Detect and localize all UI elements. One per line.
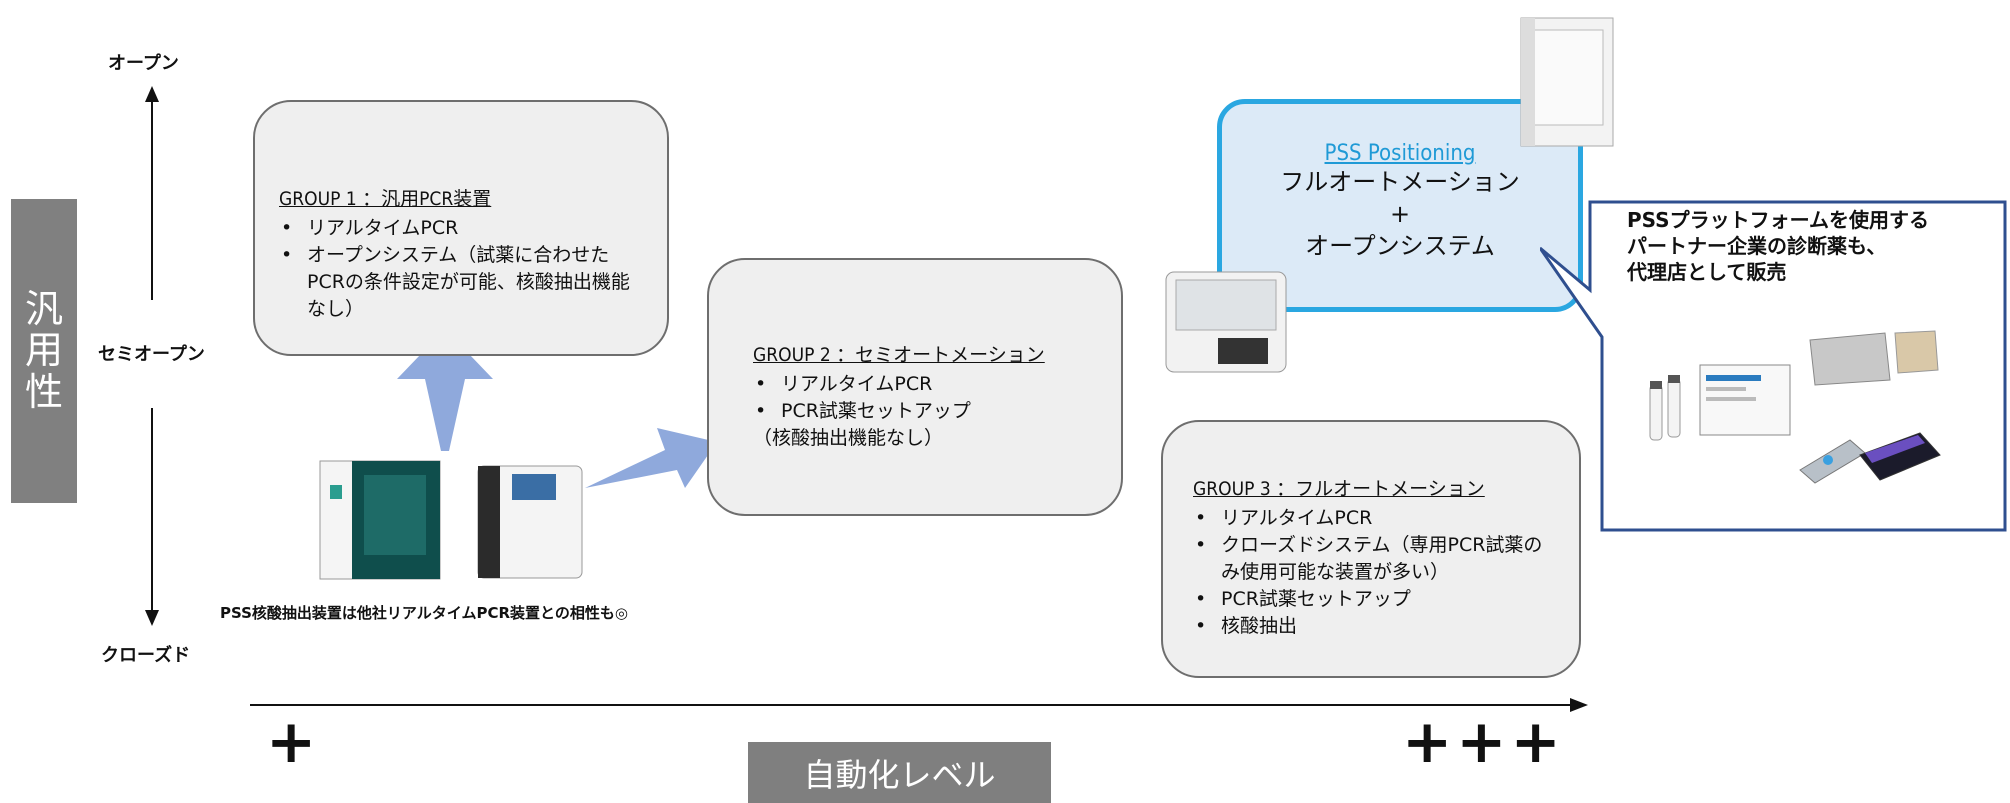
group3-box: GROUP 3 ：フルオートメーション リアルタイムPCR クローズドシステム（…	[1161, 420, 1581, 678]
arrow-right-to-group2	[585, 428, 717, 488]
callout-line: 代理店として販売	[1627, 260, 1787, 284]
y-axis-label: 汎 用 性	[11, 199, 77, 503]
pss-line-open-system: オープンシステム	[1305, 232, 1495, 260]
y-axis-arrows	[145, 86, 159, 626]
y-axis-char: 用	[24, 328, 63, 373]
arrow-up-to-group1	[397, 329, 493, 451]
partner-products-image	[1649, 330, 1941, 484]
group1-box: GROUP 1 ：汎用PCR装置 リアルタイムPCR オープンシステム（試薬に合…	[253, 100, 669, 356]
pss-instrument-tall-image	[1520, 17, 1614, 147]
group1-instrument-white-image	[477, 465, 583, 579]
y-level-closed: クローズド	[101, 645, 191, 666]
callout-line: パートナー企業の診断薬も、	[1627, 234, 1887, 258]
pss-line-full-automation: フルオートメーション	[1280, 168, 1520, 196]
y-level-semi-open: セミオープン	[98, 344, 205, 365]
pss-instrument-benchtop-image	[1165, 271, 1287, 373]
group3-title: GROUP 3 ：フルオートメーション	[1193, 478, 1485, 500]
group1-item: オープンシステム（試薬に合わせたPCRの条件設定が可能、核酸抽出機能なし）	[279, 242, 643, 323]
callout-line: PSSプラットフォームを使用する	[1627, 208, 1929, 232]
group2-box: GROUP 2 ：セミオートメーション リアルタイムPCR PCR試薬セットアッ…	[707, 258, 1123, 516]
group3-list: リアルタイムPCR クローズドシステム（専用PCR試薬のみ使用可能な装置が多い）…	[1193, 505, 1555, 640]
callout-text: PSSプラットフォームを使用する パートナー企業の診断薬も、 代理店として販売	[1627, 207, 1929, 285]
y-arrow-up-head	[145, 86, 159, 102]
group2-item: PCR試薬セットアップ	[753, 398, 1097, 425]
group2-item: リアルタイムPCR	[753, 371, 1097, 398]
group3-item: クローズドシステム（専用PCR試薬のみ使用可能な装置が多い）	[1193, 532, 1555, 586]
group1-title: GROUP 1 ：汎用PCR装置	[279, 188, 492, 210]
y-axis-char: 汎	[24, 287, 63, 332]
group3-item: 核酸抽出	[1193, 613, 1555, 640]
y-level-open: オープン	[108, 53, 179, 74]
x-axis-high-marker: +++	[1402, 707, 1565, 777]
pss-title: PSS Positioning	[1324, 141, 1476, 166]
group3-item: PCR試薬セットアップ	[1193, 586, 1555, 613]
group1-item: リアルタイムPCR	[279, 215, 643, 242]
y-axis-char: 性	[24, 369, 63, 414]
extraction-caption: PSS核酸抽出装置は他社リアルタイムPCR装置との相性も◎	[220, 604, 628, 622]
group3-item: リアルタイムPCR	[1193, 505, 1555, 532]
x-axis-low-marker: +	[266, 707, 317, 777]
group2-note: （核酸抽出機能なし）	[753, 427, 944, 449]
group1-list: リアルタイムPCR オープンシステム（試薬に合わせたPCRの条件設定が可能、核酸…	[279, 215, 643, 323]
x-axis-arrow	[250, 698, 1588, 712]
group1-instrument-green-image	[319, 460, 441, 580]
y-arrow-down-head	[145, 610, 159, 626]
group2-list: リアルタイムPCR PCR試薬セットアップ	[753, 371, 1097, 425]
pss-plus: +	[1389, 200, 1411, 228]
x-axis-label: 自動化レベル	[748, 742, 1051, 803]
group2-title: GROUP 2 ：セミオートメーション	[753, 344, 1045, 366]
